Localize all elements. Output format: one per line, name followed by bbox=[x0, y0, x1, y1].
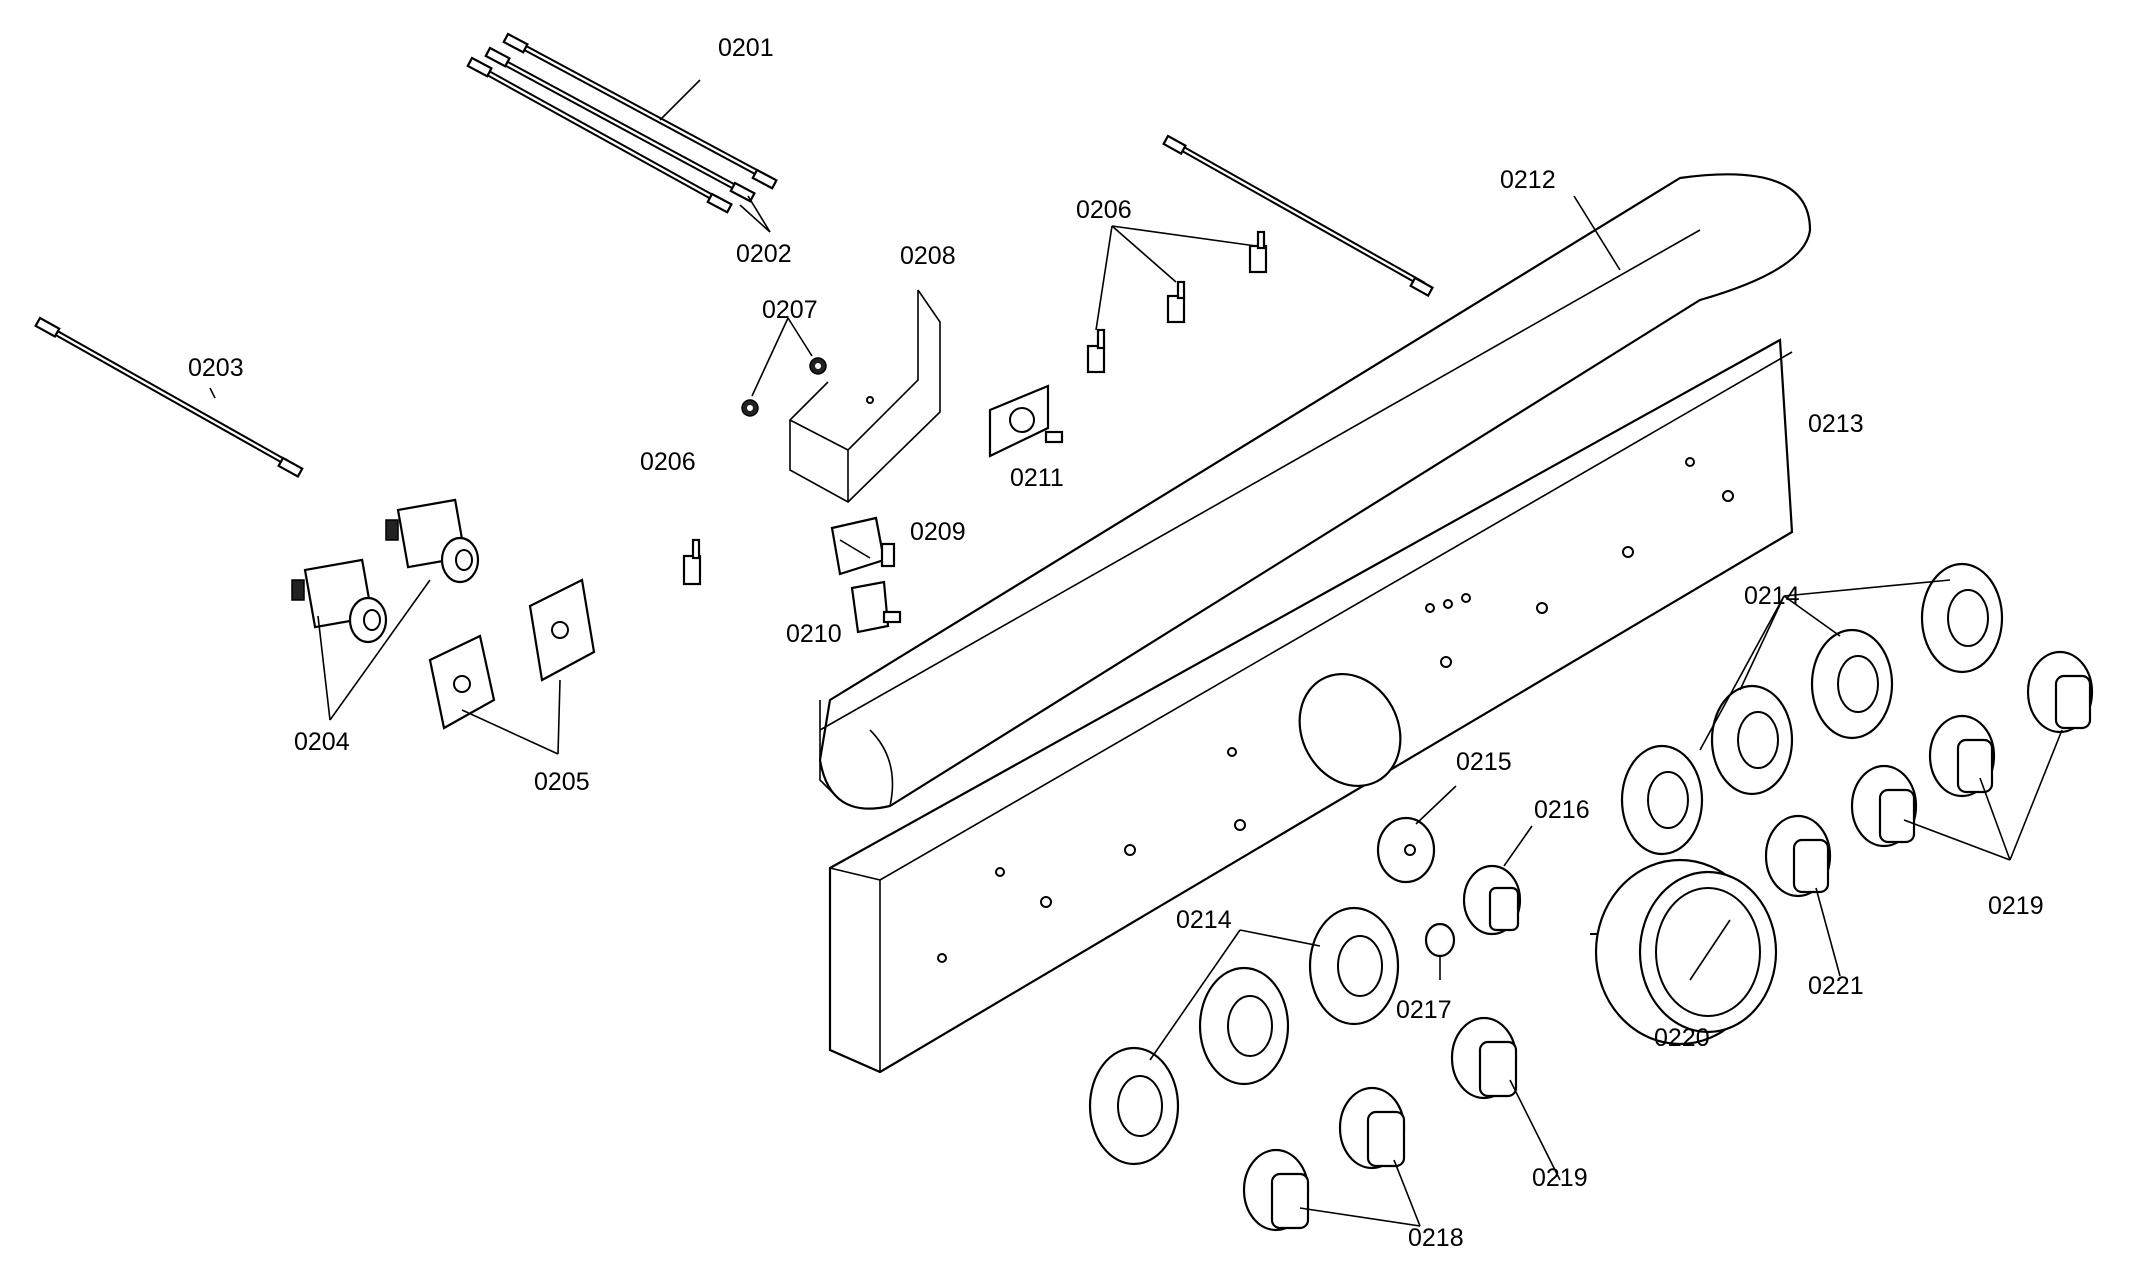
label-0201: 0201 bbox=[718, 34, 774, 62]
label-0216: 0216 bbox=[1534, 796, 1590, 824]
switch-0211 bbox=[988, 384, 1064, 458]
label-0214-upper: 0214 bbox=[1744, 582, 1800, 610]
grommet-0207 bbox=[741, 357, 827, 417]
wire-harness-upper bbox=[1162, 134, 1434, 298]
switch-0206-b bbox=[1166, 280, 1186, 324]
control-0205-a bbox=[428, 634, 496, 730]
label-0217: 0217 bbox=[1396, 996, 1452, 1024]
label-0215: 0215 bbox=[1456, 748, 1512, 776]
label-0211: 0211 bbox=[1010, 464, 1064, 492]
knob-0216 bbox=[1462, 864, 1522, 936]
label-0219-bottom: 0219 bbox=[1532, 1164, 1588, 1192]
bracket-0208 bbox=[789, 289, 941, 503]
label-0220: 0220 bbox=[1654, 1024, 1710, 1052]
label-0209: 0209 bbox=[910, 518, 966, 546]
wire-harness-0203 bbox=[34, 316, 304, 479]
switch-0206-a bbox=[1086, 328, 1106, 374]
bezel-0214-upper bbox=[1620, 562, 2004, 856]
part-labels: 0201 0202 0203 0204 0205 0206 0206 0207 … bbox=[188, 34, 2044, 1252]
switch-0209 bbox=[830, 516, 896, 576]
label-0208: 0208 bbox=[900, 242, 956, 270]
panel-0213 bbox=[828, 338, 1794, 1074]
leader-lines bbox=[209, 79, 2063, 1227]
label-0206-left: 0206 bbox=[640, 448, 696, 476]
label-0203: 0203 bbox=[188, 354, 244, 382]
bezel-0215 bbox=[1376, 816, 1436, 884]
label-0214-lower: 0214 bbox=[1176, 906, 1232, 934]
bezel-0214-lower bbox=[1088, 906, 1400, 1166]
switch-0210 bbox=[850, 580, 902, 634]
knob-0221 bbox=[1764, 814, 1832, 898]
switch-0206-d bbox=[682, 538, 702, 586]
wire-harness-0201 bbox=[502, 32, 778, 190]
label-0221: 0221 bbox=[1808, 972, 1864, 1000]
knob-0218 bbox=[1242, 1086, 1406, 1232]
label-0213: 0213 bbox=[1808, 410, 1864, 438]
label-0202: 0202 bbox=[736, 240, 792, 268]
valve-0204-a bbox=[291, 558, 388, 644]
label-0218: 0218 bbox=[1408, 1224, 1464, 1252]
label-0219-right: 0219 bbox=[1988, 892, 2044, 920]
label-0207: 0207 bbox=[762, 296, 818, 324]
label-0204: 0204 bbox=[294, 728, 350, 756]
control-0205-b bbox=[528, 578, 596, 682]
gauge-0220 bbox=[1590, 858, 1778, 1046]
switch-0206-c bbox=[1248, 230, 1268, 274]
ring-0217 bbox=[1424, 922, 1456, 958]
label-0205: 0205 bbox=[534, 768, 590, 796]
knob-0219-upper bbox=[1850, 650, 2094, 848]
trim-0212 bbox=[818, 173, 1812, 810]
label-0210: 0210 bbox=[786, 620, 842, 648]
label-0206-top: 0206 bbox=[1076, 196, 1132, 224]
valve-0204-b bbox=[385, 498, 480, 584]
knob-0219-lower bbox=[1450, 1016, 1518, 1100]
wire-harness-0202 bbox=[466, 46, 756, 214]
label-0212: 0212 bbox=[1500, 166, 1556, 194]
